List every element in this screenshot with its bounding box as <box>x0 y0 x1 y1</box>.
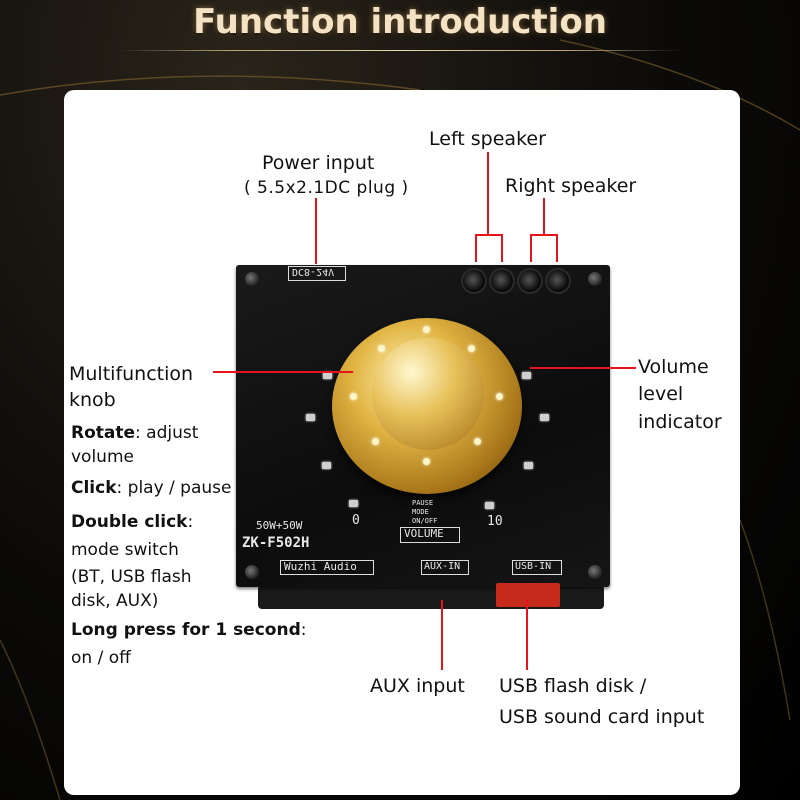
volume-led <box>323 372 332 379</box>
volume-led <box>522 372 531 379</box>
volume-led <box>524 462 533 469</box>
aux-input-label: AUX input <box>370 675 465 697</box>
volume-indicator-label-3: indicator <box>638 411 722 433</box>
screw-icon <box>245 565 259 579</box>
knob-dot <box>468 345 475 352</box>
power-plug-label: ( 5.5x2.1DC plug ) <box>244 178 409 198</box>
screw-icon <box>588 565 602 579</box>
volume-indicator-pointer <box>530 367 636 369</box>
right-minus-terminal[interactable] <box>545 268 571 294</box>
left-speaker-bracket <box>475 234 503 236</box>
multifunction-label-1: Multifunction <box>69 363 194 385</box>
volume-led <box>349 500 358 507</box>
long-press-bold: Long press for 1 second <box>71 620 301 640</box>
volume-min-label: 0 <box>352 513 360 528</box>
title-divider <box>118 50 682 51</box>
left-speaker-label: Left speaker <box>429 128 546 150</box>
usb-pointer-line <box>526 600 528 670</box>
knob-dot <box>350 393 357 400</box>
knob-dot <box>474 438 481 445</box>
left-speaker-pointer <box>487 152 489 236</box>
rotate-text-2: volume <box>71 447 134 467</box>
volume-led <box>306 414 315 421</box>
volume-indicator-label-1: Volume <box>638 356 709 378</box>
right-speaker-bracket-l <box>530 234 532 262</box>
click-bold: Click <box>71 478 117 498</box>
double-click-bold: Double click <box>71 512 188 532</box>
knob-dot <box>372 438 379 445</box>
double-click-colon: : <box>187 512 194 532</box>
volume-board-label: VOLUME <box>404 527 444 540</box>
on-off-text: on / off <box>71 648 131 668</box>
page-title: Function introduction <box>193 2 607 42</box>
volume-led <box>485 502 494 509</box>
power-pointer-line <box>315 198 317 264</box>
knob-dot <box>423 326 430 333</box>
knob-cap <box>372 338 484 450</box>
dc-voltage-label: DC8-24V <box>292 266 335 277</box>
rotate-text: : adjust <box>135 423 199 443</box>
volume-led <box>322 462 331 469</box>
long-press-colon: : <box>300 620 307 640</box>
knob-pointer-line <box>213 371 353 373</box>
screw-icon <box>245 272 259 286</box>
long-press-label: Long press for 1 second: <box>71 618 306 642</box>
knob-dot <box>423 458 430 465</box>
double-click-label: Double click: <box>71 510 193 534</box>
usb-label-box <box>512 560 562 575</box>
multifunction-label-2: knob <box>69 389 116 411</box>
right-speaker-pointer <box>543 198 545 236</box>
model-label: ZK-F502H <box>242 535 310 551</box>
volume-max-label: 10 <box>487 514 503 529</box>
aux-board-label: AUX-IN <box>424 561 461 572</box>
click-text: : play / pause <box>116 478 232 498</box>
volume-indicator-label-2: level <box>638 383 684 405</box>
usb-board-label: USB-IN <box>515 561 552 572</box>
right-plus-terminal[interactable] <box>517 268 543 294</box>
brand-label: Wuzhi Audio <box>284 560 357 573</box>
volume-label-box <box>400 527 460 543</box>
knob-dot <box>496 393 503 400</box>
usb-input-label-1: USB flash disk / <box>499 675 647 697</box>
click-label: Click: play / pause <box>71 476 231 500</box>
right-speaker-bracket-r <box>556 234 558 262</box>
brand-label-box <box>280 560 374 575</box>
rotate-bold: Rotate <box>71 423 136 443</box>
legend-pause: PAUSE <box>412 499 434 507</box>
legend-mode: MODE <box>412 508 429 516</box>
power-input-label: Power input <box>262 152 375 174</box>
rotate-label: Rotate: adjust <box>71 421 198 445</box>
aux-pointer-line <box>441 600 443 670</box>
left-speaker-bracket-r <box>501 234 503 262</box>
left-plus-terminal[interactable] <box>461 268 487 294</box>
mode-list-1: (BT, USB flash <box>71 567 192 587</box>
knob-dot <box>378 345 385 352</box>
right-speaker-label: Right speaker <box>505 175 637 197</box>
left-speaker-bracket-l <box>475 234 477 262</box>
legend-onoff: ON/OFF <box>412 517 438 525</box>
dc-label-box <box>288 266 346 281</box>
left-minus-terminal[interactable] <box>489 268 515 294</box>
right-speaker-bracket <box>530 234 558 236</box>
aux-label-box <box>421 560 469 575</box>
power-rating-label: 50W+50W <box>256 519 303 532</box>
usb-port <box>496 583 560 607</box>
volume-led <box>540 414 549 421</box>
usb-input-label-2: USB sound card input <box>499 706 705 728</box>
mode-list-2: disk, AUX) <box>71 591 159 611</box>
mode-switch-text: mode switch <box>71 540 179 560</box>
screw-icon <box>588 272 602 286</box>
